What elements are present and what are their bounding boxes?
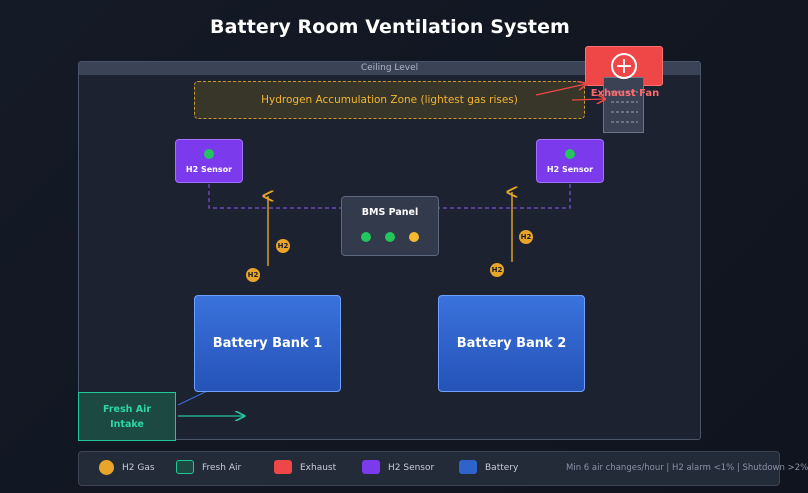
legend-exhaust-label: Exhaust [300,463,337,473]
legend-battery-label: Battery [485,463,519,473]
sensor-wiring-left [208,184,341,209]
h2-sensor-left-label: H2 Sensor [185,165,233,174]
bms-panel-label: BMS Panel [361,207,419,218]
h2-sensor-right [536,139,604,183]
sensor-status-dot-left [204,149,214,159]
legend-battery-swatch [459,460,477,474]
bms-led-1 [361,232,371,242]
hydrogen-accumulation-zone: Hydrogen Accumulation Zone (lightest gas… [194,81,585,119]
legend-h2-gas-label: H2 Gas [122,463,155,473]
h2-gas-badge: H2 [276,239,290,253]
legend-h2-sensor-label: H2 Sensor [388,463,435,473]
vent-slats-icon [611,91,638,123]
sensor-status-dot-right [565,149,575,159]
legend-h2-sensor-swatch [362,460,380,474]
h2-sensor-right-label: H2 Sensor [546,165,594,174]
fresh-air-intake[interactable]: Fresh Air Intake [78,392,176,441]
intake-label-line1: Fresh Air [102,404,152,415]
plus-circle-icon: + [611,53,637,79]
ceiling-level-label: Ceiling Level [79,62,700,75]
h2-sensor-left [175,139,243,183]
bms-led-3 [409,232,419,242]
legend-exhaust-swatch [274,460,292,474]
battery-bank-2[interactable]: Battery Bank 2 [438,295,585,392]
legend-h2-gas-swatch [99,460,114,475]
h2-gas-badge: H2 [519,230,533,244]
intake-label-line2: Intake [110,419,144,430]
legend-fresh-air-swatch [176,460,194,474]
h2-gas-badge: H2 [490,263,504,277]
legend-safety-note: Min 6 air changes/hour | H2 alarm <1% | … [566,463,808,473]
legend-fresh-air-label: Fresh Air [202,463,242,473]
exhaust-flow-arrow-2 [571,99,605,100]
diagram-title: Battery Room Ventilation System [210,16,570,38]
battery-bank-1[interactable]: Battery Bank 1 [194,295,341,392]
connection-lines [177,0,780,493]
bms-panel[interactable] [341,196,439,256]
sensor-wiring-right [439,184,571,209]
exhaust-flow-arrow [535,84,586,96]
exhaust-fan-label: Exhaust Fan [590,88,660,99]
h2-gas-badge: H2 [246,268,260,282]
bms-led-2 [385,232,395,242]
legend: H2 Gas Fresh Air Exhaust H2 Sensor Batte… [78,451,808,486]
